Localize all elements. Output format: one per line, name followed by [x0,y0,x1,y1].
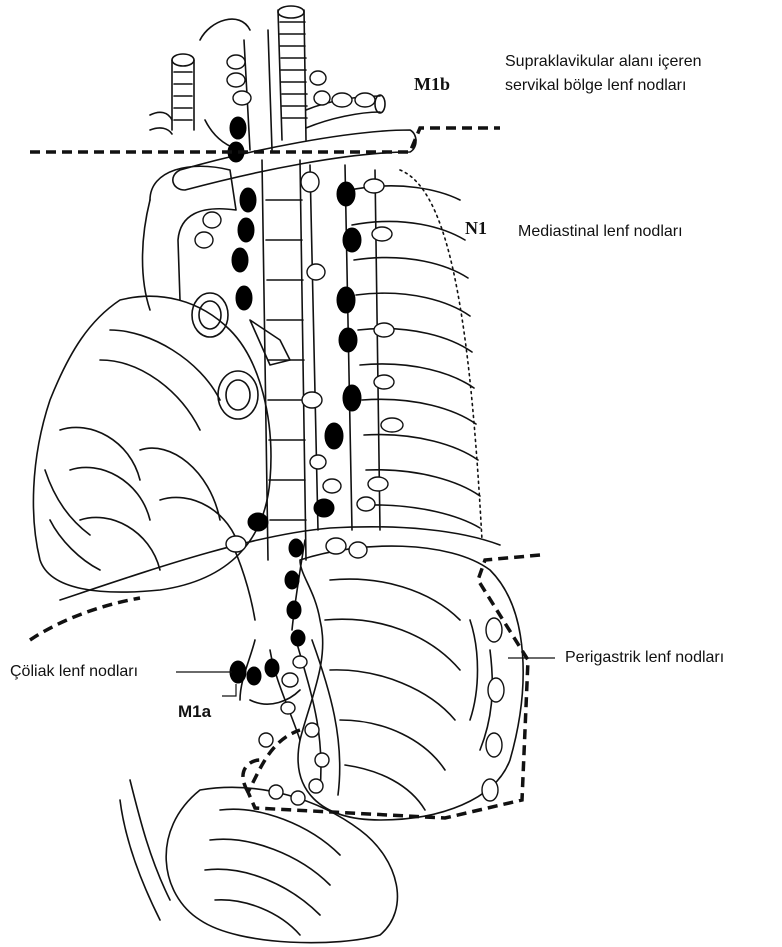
celiac-boundary [30,598,140,640]
m1a-tag: M1a [178,702,211,722]
esophagus [262,160,306,560]
region-boundaries [30,128,540,818]
diaphragm [60,527,500,600]
malignant-lymph-nodes [228,117,361,685]
neck-structures [150,6,416,190]
n1-tag: N1 [465,218,487,239]
duodenum [120,780,397,943]
celiac-label: Çöliak lenf nodları [10,660,138,684]
m1b-label-line1: Supraklavikular alanı içeren [505,50,702,74]
n1-label: Mediastinal lenf nodları [518,220,683,244]
m1b-tag: M1b [414,74,450,95]
celiac-vessels [240,640,340,795]
m1b-label-line2: servikal bölge lenf nodları [505,74,686,98]
perigastric-label: Perigastrik lenf nodları [565,646,724,670]
